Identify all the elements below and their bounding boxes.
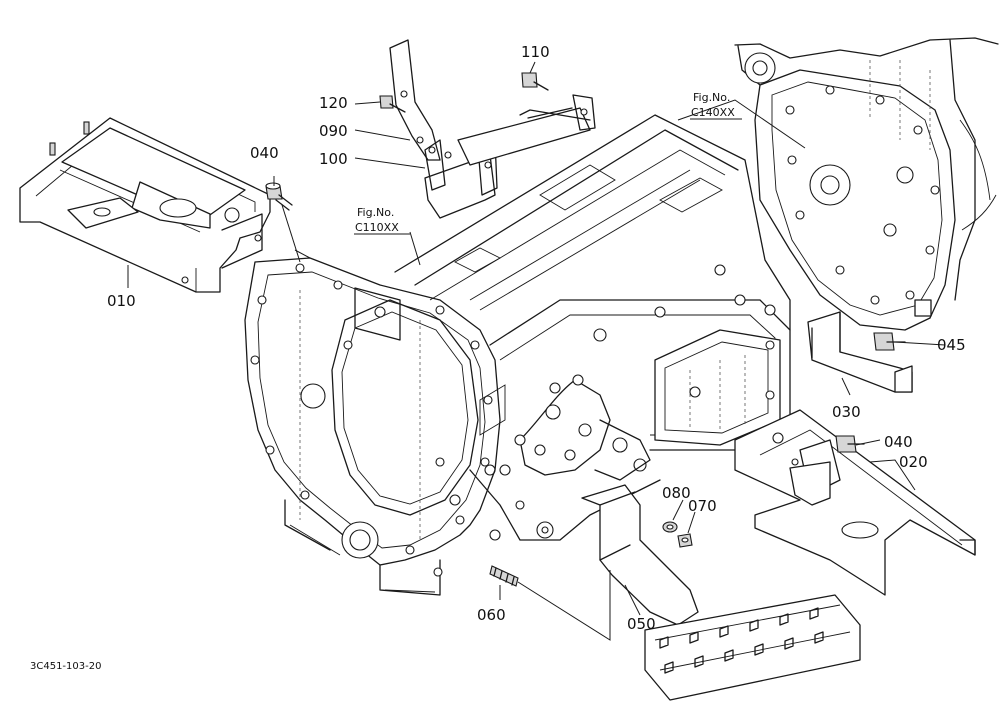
label-part-030: 030 <box>832 403 861 421</box>
part-number-labels: 010 020 030 040 040 045 050 060 070 080 … <box>107 43 966 633</box>
leader-lines <box>127 61 946 641</box>
label-part-090: 090 <box>319 122 348 140</box>
clutch-flange-drawing <box>244 257 501 596</box>
fig-ref-2-code[interactable]: C140XX <box>691 106 735 119</box>
part-020-step-bracket <box>734 409 976 596</box>
label-part-080: 080 <box>662 484 691 502</box>
label-part-100: 100 <box>319 150 348 168</box>
fasteners-060-070-080 <box>489 521 693 587</box>
label-part-110: 110 <box>521 43 550 61</box>
label-part-060: 060 <box>477 606 506 624</box>
label-part-120: 120 <box>319 94 348 112</box>
label-part-045: 045 <box>937 336 966 354</box>
fig-ref-1-label: Fig.No. <box>357 206 394 219</box>
label-part-070: 070 <box>688 497 717 515</box>
drawing-code: 3C451-103-20 <box>30 661 101 672</box>
label-part-040-right: 040 <box>884 433 913 451</box>
label-part-010: 010 <box>107 292 136 310</box>
transmission-case-drawing <box>394 114 791 541</box>
engine-housing-drawing <box>734 37 999 331</box>
part-030-bracket <box>807 311 913 393</box>
bolt-040-top <box>265 182 293 211</box>
part-050-step <box>581 484 861 701</box>
top-bracket-group <box>379 39 596 219</box>
label-part-040-top: 040 <box>250 144 279 162</box>
part-010-front-plate <box>19 117 271 293</box>
figure-reference-c140xx[interactable]: Fig.No. C140XX <box>690 91 742 120</box>
fig-ref-2-label: Fig.No. <box>693 91 730 104</box>
label-part-020: 020 <box>899 453 928 471</box>
figure-reference-c110xx[interactable]: Fig.No. C110XX <box>354 206 410 235</box>
label-part-050: 050 <box>627 615 656 633</box>
fig-ref-1-code[interactable]: C110XX <box>355 221 399 234</box>
